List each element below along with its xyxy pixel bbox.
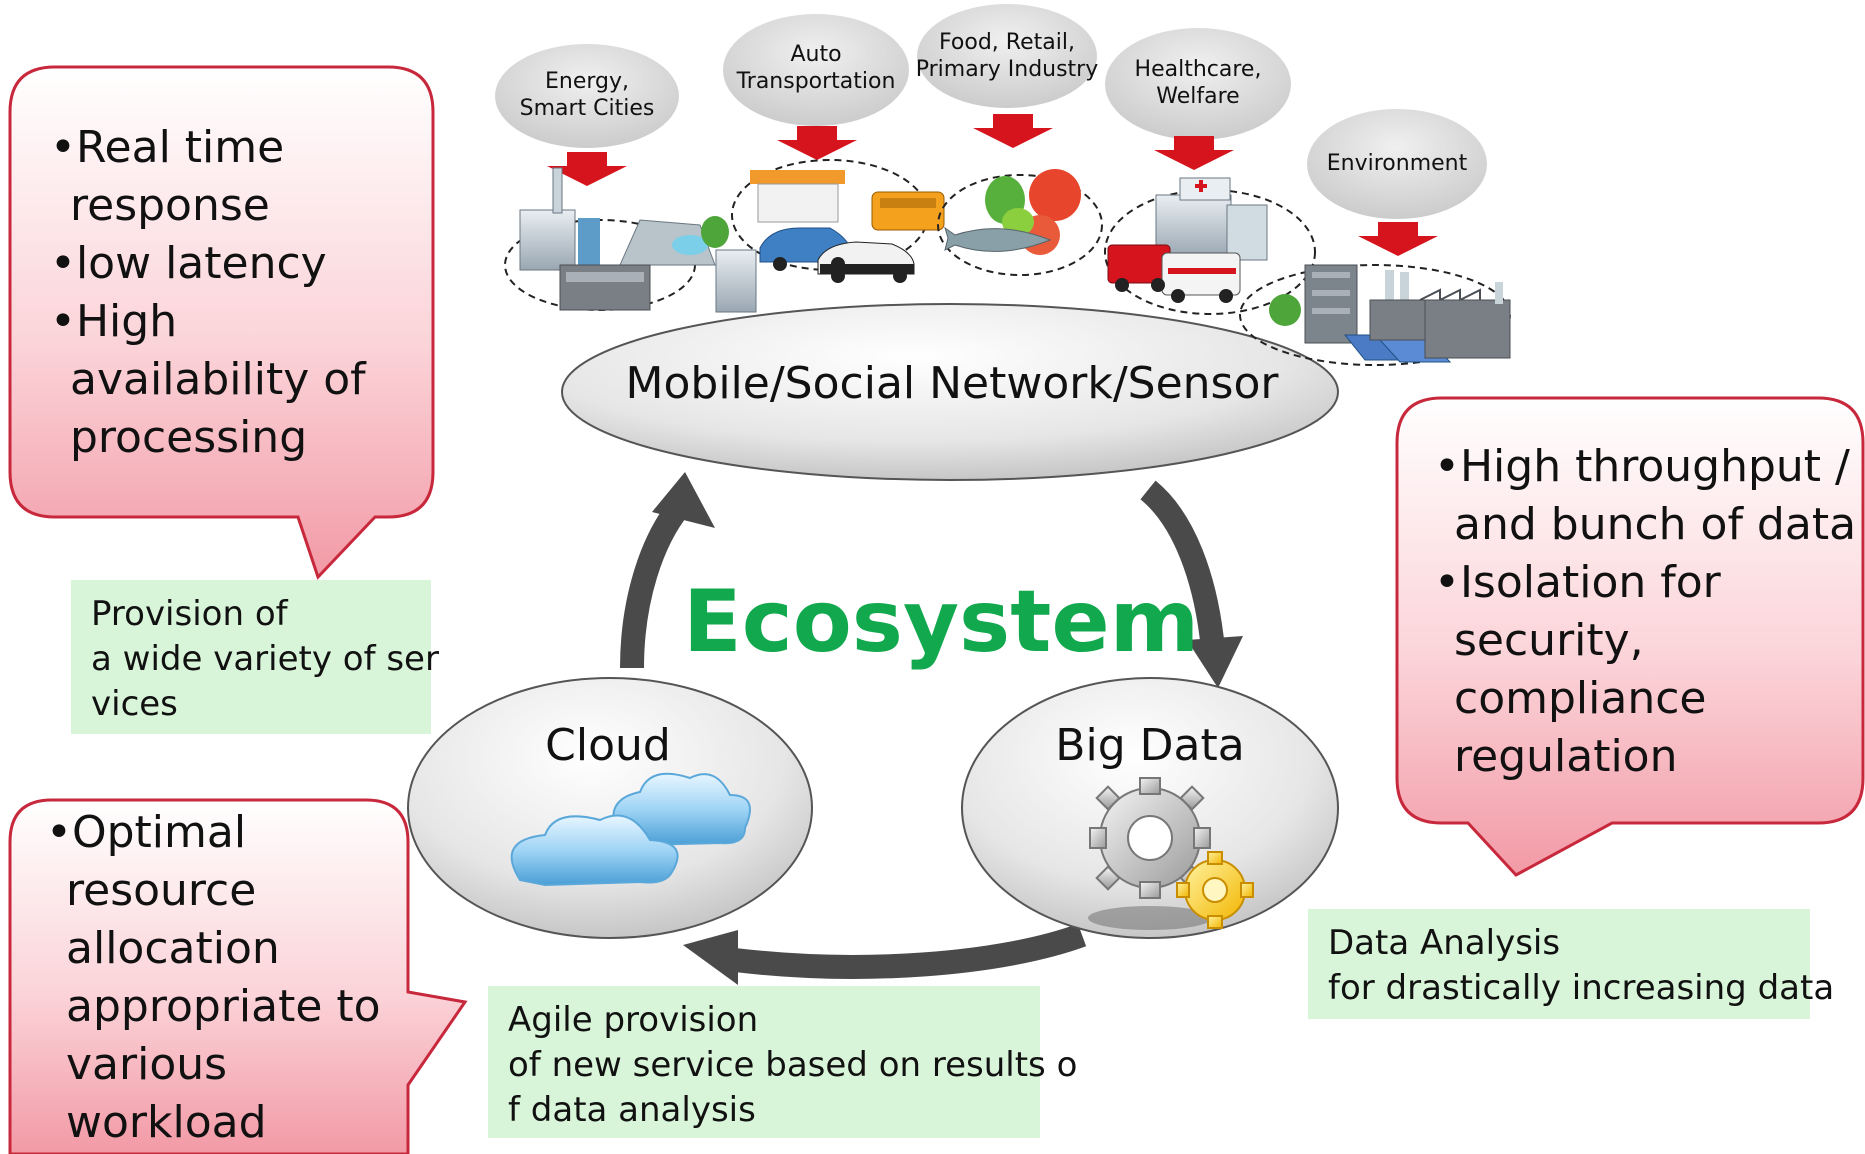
hub-oval bbox=[561, 303, 1339, 481]
healthcare-icon bbox=[1104, 177, 1316, 315]
cycle-arrow-bigdata-to-cloud bbox=[683, 923, 1087, 985]
sector-label-energy: Energy,Smart Cities bbox=[519, 69, 655, 121]
callout-right-shape bbox=[1395, 396, 1865, 877]
callout-bottom-left-shape bbox=[8, 798, 468, 1154]
cloud-oval bbox=[407, 677, 813, 939]
sector-bubble-energy bbox=[495, 44, 679, 148]
environment-icon bbox=[1239, 264, 1511, 366]
sector-label-environment: Environment bbox=[1326, 151, 1468, 176]
note-agile-provision: Agile provision of new service based on … bbox=[488, 986, 1077, 1138]
sector-bubble-environment bbox=[1307, 109, 1487, 219]
callout-top-left: •Real time response •low latency •High a… bbox=[50, 122, 366, 463]
callout-right: •High throughput / and bunch of data •Is… bbox=[1434, 441, 1857, 782]
food-retail-icon bbox=[937, 169, 1103, 276]
sector-label-health: Healthcare,Welfare bbox=[1134, 57, 1262, 109]
note-data-analysis: Data Analysis for drastically increasing… bbox=[1308, 909, 1834, 1019]
ecosystem-title: Ecosystem bbox=[683, 572, 1200, 672]
cloud-label: Cloud bbox=[545, 720, 671, 771]
sector-bubble-health bbox=[1105, 28, 1291, 140]
red-arrow-icon bbox=[547, 114, 1438, 256]
sector-label-food: Food, Retail,Primary Industry bbox=[915, 30, 1099, 82]
cloud-icon bbox=[510, 772, 751, 887]
callout-top-left-shape bbox=[8, 65, 435, 580]
sector-bubble-auto bbox=[723, 14, 909, 126]
callout-bottom-left: •Optimal resource allocation appropriate… bbox=[46, 807, 381, 1148]
gears-icon bbox=[1088, 777, 1254, 930]
auto-transport-icon bbox=[715, 159, 945, 313]
hub-label: Mobile/Social Network/Sensor bbox=[625, 358, 1279, 409]
energy-city-icon bbox=[504, 167, 729, 311]
note-services: Provision of a wide variety of ser vices bbox=[71, 580, 439, 734]
bigdata-label: Big Data bbox=[1055, 720, 1245, 771]
sector-bubble-food bbox=[917, 4, 1097, 108]
cycle-arrow-cloud-to-hub bbox=[620, 472, 715, 669]
cycle-arrow-hub-to-bigdata bbox=[1140, 480, 1243, 688]
